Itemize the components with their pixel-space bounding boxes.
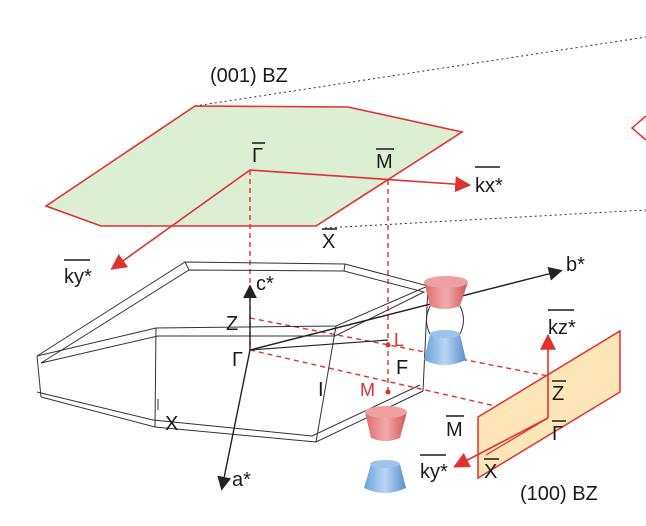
m-label: M: [360, 380, 375, 400]
ky-star-arrow-top: [110, 169, 251, 270]
kx-star-arrow: [249, 169, 472, 193]
x-bar-side-label: X: [484, 461, 497, 483]
z-bar-label: Z: [552, 383, 564, 405]
ky-star-side-label: ky*: [420, 461, 448, 483]
x-bar-top-label: X: [322, 231, 335, 253]
m-bar-top-label: M: [376, 151, 393, 173]
f-label: F: [396, 357, 408, 379]
x-label: X: [165, 413, 178, 435]
projection-guide-lines: [194, 36, 646, 229]
a-star-label: a*: [232, 469, 251, 491]
b-star-axis: [249, 266, 563, 351]
gamma-bar-top-label: Γ: [252, 145, 263, 167]
z-label: Z: [226, 313, 238, 335]
m-bar-side-label: M: [446, 419, 463, 441]
i-label: I: [318, 379, 324, 401]
bz-100-plane: [477, 329, 621, 480]
bz-001-label: (001) BZ: [210, 65, 288, 87]
partial-bz-outline: [630, 115, 646, 141]
l-label: L: [394, 330, 404, 350]
dirac-cone-upper-pair: [424, 276, 468, 365]
gamma-to-l-line: [249, 339, 389, 351]
b-star-label: b*: [566, 254, 585, 276]
kx-star-label: kx*: [475, 175, 503, 197]
c-star-label: c*: [256, 273, 274, 295]
l-point-marker: [385, 342, 391, 348]
ky-star-left-label: ky*: [64, 266, 92, 288]
gamma-bar-side-label: Γ: [552, 423, 563, 445]
f-point-marker: [385, 389, 391, 395]
x-bar-line-side: [485, 417, 549, 456]
bz-100-label: (100) BZ: [520, 483, 598, 505]
kz-star-label: kz*: [548, 317, 576, 339]
bulk-brillouin-zone: [36, 261, 430, 443]
dirac-cone-lower-pair: [364, 406, 407, 493]
a-star-axis: [217, 349, 251, 491]
bz-001-plane: [44, 105, 465, 227]
ky-star-arrow-side: [453, 417, 549, 468]
gamma-label: Γ: [232, 349, 243, 371]
